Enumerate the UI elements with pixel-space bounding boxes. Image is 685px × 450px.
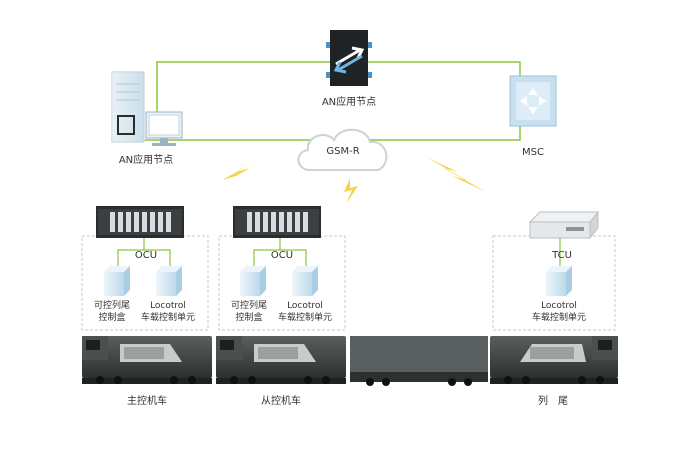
an-left-label: AN应用节点	[118, 155, 174, 166]
an-top-label: AN应用节点	[321, 97, 377, 108]
locotrol-1-label-line2: 车载控制单元	[140, 313, 196, 323]
wireless-signal-icons	[208, 158, 486, 204]
master-loco-label: 主控机车	[127, 396, 167, 407]
locotrol-2-icon	[292, 266, 318, 296]
train	[82, 336, 618, 386]
master-locomotive-icon	[82, 336, 212, 384]
freight-wagon-icon	[350, 336, 488, 386]
tail-box-2-label-line1: 可控列尾	[230, 301, 268, 311]
gsm-r-cloud-icon	[297, 128, 388, 171]
tail-box-2-label-line2: 控制盒	[235, 313, 263, 323]
ocu-rack-1-icon	[96, 206, 184, 238]
ocu-rack-2-icon	[233, 206, 321, 238]
locotrol-2-label-line1: Locotrol	[287, 301, 323, 311]
network-links	[145, 61, 521, 141]
unit-links	[117, 238, 561, 270]
tail-box-2-icon	[240, 266, 266, 296]
locotrol-1-label-line1: Locotrol	[150, 301, 186, 311]
ocu-1-label: OCU	[134, 250, 158, 261]
gsm-r-label: GSM-R	[326, 146, 360, 157]
msc-icon	[509, 75, 557, 127]
tcu-label: TCU	[552, 250, 572, 261]
an-left-computer-icon	[111, 71, 183, 146]
slave-locomotive-icon	[216, 336, 346, 384]
tcu-device-icon	[528, 210, 600, 240]
locotrol-3-icon	[546, 266, 572, 296]
tail-box-1-label-line2: 控制盒	[98, 313, 126, 323]
tail-locomotive-icon	[490, 336, 618, 384]
ocu-2-label: OCU	[270, 250, 294, 261]
train-tail-label: 列 尾	[538, 396, 568, 407]
locotrol-2-label-line2: 车载控制单元	[277, 313, 333, 323]
locotrol-3-label-line1: Locotrol	[541, 301, 577, 311]
locotrol-3-label-line2: 车载控制单元	[531, 313, 587, 323]
control-box-icons	[104, 266, 572, 296]
slave-loco-label: 从控机车	[261, 396, 301, 407]
tail-box-1-icon	[104, 266, 130, 296]
an-top-switch-icon	[326, 30, 372, 86]
locotrol-1-icon	[156, 266, 182, 296]
tail-box-1-label-line1: 可控列尾	[93, 301, 131, 311]
msc-label: MSC	[522, 147, 544, 158]
